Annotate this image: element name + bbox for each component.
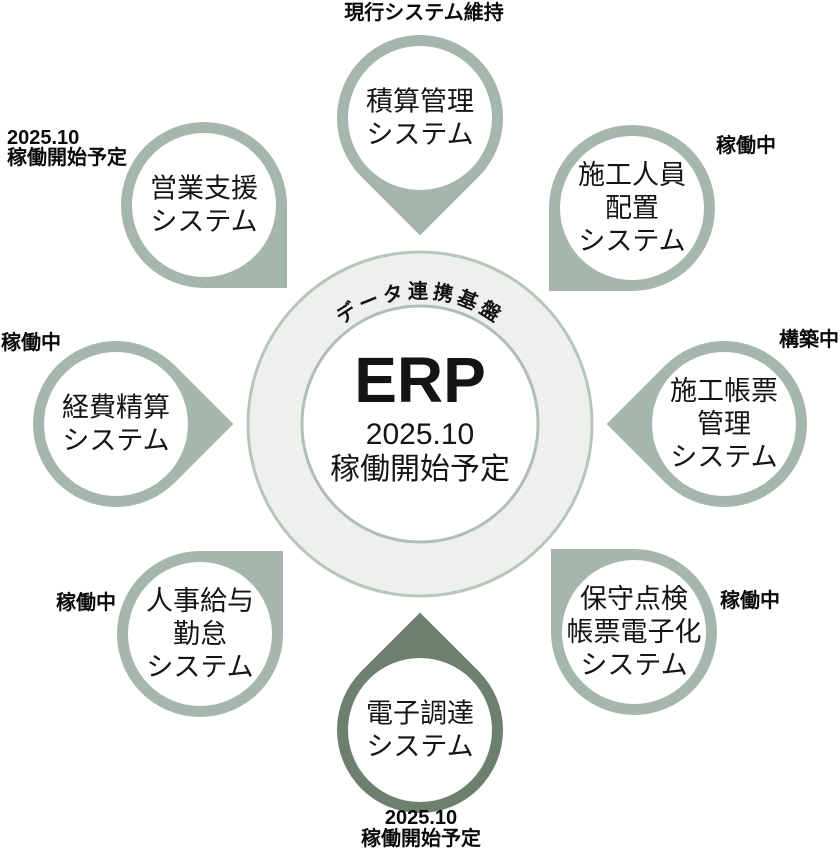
- pin-label-line: 施工帳票: [670, 376, 778, 406]
- satellites-group: 積算管理システム現行システム維持施工人員配置システム稼働中施工帳票管理システム構…: [1, 0, 839, 850]
- pin-label-line: システム: [146, 652, 253, 682]
- status-label: 稼働開始予定: [7, 145, 127, 169]
- hub: データ連携基盤 ERP 2025.10 稼働開始予定: [246, 250, 594, 598]
- pin-label-line: 管理: [697, 409, 751, 439]
- status-label: 構築中: [779, 327, 839, 351]
- status-label: 2025.10: [7, 127, 79, 149]
- pin-label-line: 積算管理: [366, 87, 474, 117]
- status-label: 稼働中: [716, 133, 776, 157]
- pin-label-line: 保守点検: [580, 584, 688, 614]
- pin-circle: [348, 658, 492, 802]
- pin-label-line: システム: [670, 442, 777, 472]
- pin-circle: [560, 136, 704, 280]
- pin-circle: [652, 352, 796, 496]
- status-label: 稼働開始予定: [361, 826, 481, 850]
- pin-label-line: 配置: [605, 193, 659, 223]
- pin-circle: [132, 133, 276, 277]
- status-label: 2025.10: [385, 807, 457, 829]
- pin-circle: [348, 46, 492, 190]
- status-label: 稼働中: [720, 588, 780, 612]
- pin-label-line: 営業支援: [150, 174, 258, 204]
- status-label: 稼働中: [56, 590, 116, 614]
- pin-circle: [128, 562, 272, 706]
- pin-label-line: 人事給与: [146, 586, 254, 616]
- pin-label-line: 経費精算: [62, 393, 170, 423]
- hub-schedule-note: 稼働開始予定: [330, 453, 510, 486]
- hub-schedule-date: 2025.10: [366, 418, 474, 451]
- status-label: 現行システム維持: [344, 0, 503, 24]
- pin-label-line: システム: [366, 120, 473, 150]
- pin-label-line: システム: [62, 426, 169, 456]
- status-label: 稼働中: [1, 330, 61, 354]
- hub-inner-circle: [300, 304, 540, 544]
- pin-circle: [44, 352, 188, 496]
- pin-label-line: 勤怠: [173, 619, 227, 649]
- hub-title: ERP: [354, 344, 486, 416]
- pin-label-line: システム: [578, 226, 685, 256]
- pin-label-line: システム: [580, 650, 687, 680]
- pin-circle: [562, 560, 706, 704]
- pin-label-line: システム: [150, 207, 257, 237]
- pin-label-line: 施工人員: [578, 160, 686, 190]
- pin-label-line: 電子調達: [366, 699, 474, 729]
- pin-label-line: システム: [366, 732, 473, 762]
- pin-label-line: 帳票電子化: [567, 617, 702, 647]
